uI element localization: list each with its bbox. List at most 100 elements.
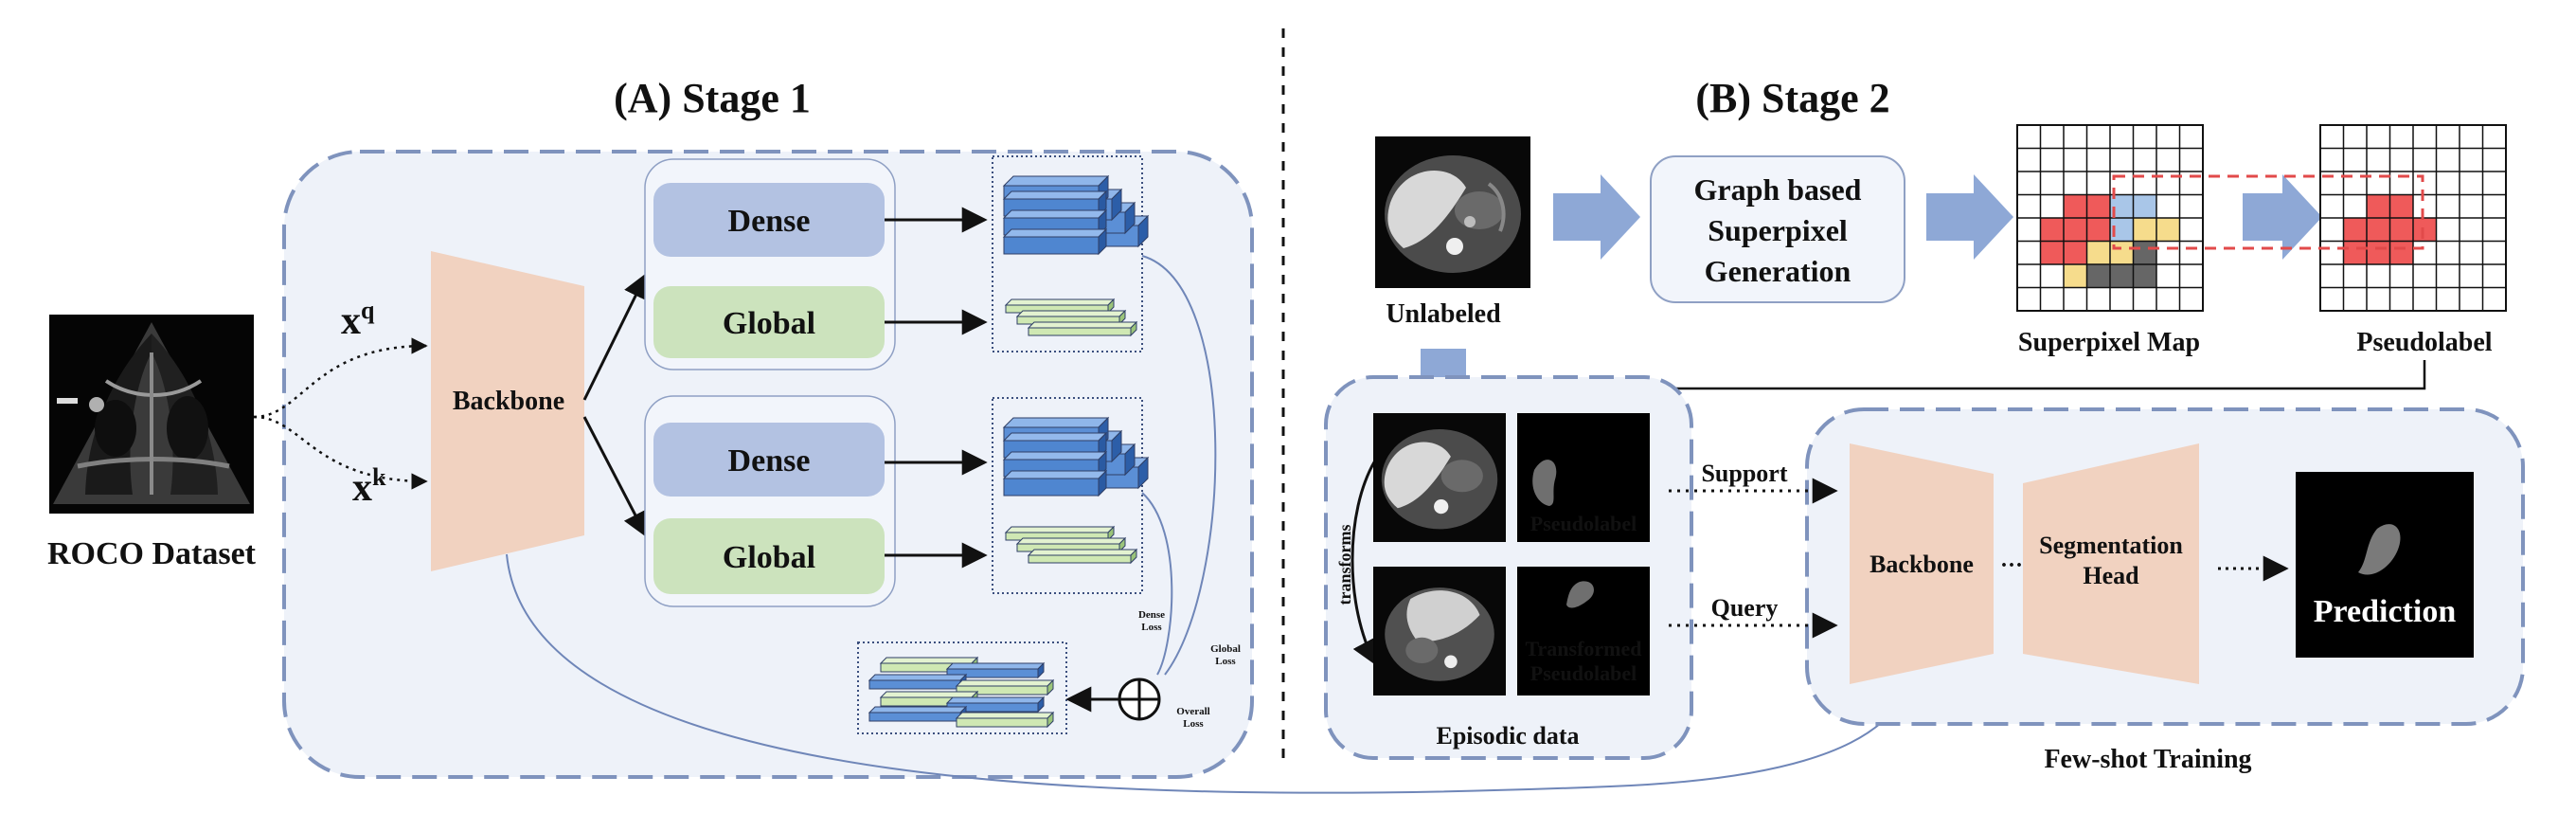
combined-feature-stack: [868, 656, 1055, 729]
superpixel-map-label: Superpixel Map: [2018, 328, 2200, 357]
transforms-label: transforms: [1335, 525, 1354, 605]
pseudolabel-label: Pseudolabel: [2356, 328, 2492, 357]
superpixel-cell: [2086, 218, 2110, 242]
superpixel-cell: [2367, 241, 2390, 264]
features-top-panel: [992, 155, 1143, 352]
oplus-icon: [1118, 677, 1161, 721]
superpixel-cell: [2040, 218, 2064, 242]
ellipsis: ···: [2000, 553, 2023, 578]
superpixel-generation-box: [1650, 155, 1905, 303]
pseudolabel-tile: Pseudolabel: [1517, 413, 1650, 542]
unlabeled-label: Unlabeled: [1386, 299, 1501, 329]
overall-features-panel: [857, 641, 1067, 734]
roco-dataset-label: ROCO Dataset: [46, 536, 257, 571]
combined-feature-slab: [955, 678, 1055, 696]
dense-feature-slab: [1002, 227, 1108, 256]
superpixel-cell: [2133, 194, 2156, 218]
stage2-title: (B) Stage 2: [1695, 75, 1889, 121]
features-bottom-panel: [992, 397, 1143, 594]
transformed-pseudolabel-tile: Transformed Pseudolabel: [1517, 567, 1650, 696]
pseudolabel-tile-label: Pseudolabel: [1530, 512, 1637, 535]
transformed-line2: Pseudolabel: [1530, 661, 1637, 685]
global-feature-slab: [1015, 536, 1127, 553]
block-arrow-icon: [2243, 174, 2322, 260]
superpixel-cell: [2064, 264, 2087, 288]
transformed-line1: Transformed: [1525, 637, 1641, 660]
support-ct-image: [1373, 413, 1506, 542]
superpixel-selection-link: [2112, 174, 2424, 250]
combined-feature-slab: [868, 673, 968, 691]
dense-feature-stack-bottom: [1002, 416, 1150, 497]
dense-feature-slab: [1002, 469, 1108, 497]
global-feature-stack-top: [1004, 298, 1138, 337]
block-arrow-icon: [1553, 174, 1640, 260]
superpixel-gen-line3: Generation: [1705, 254, 1852, 288]
superpixel-cell: [2389, 218, 2413, 242]
transforms-arrow: [1351, 460, 1377, 666]
arrow-backbone-bottom: [582, 416, 648, 538]
query-label-stage2: Query: [1711, 594, 1779, 622]
episodic-data-label: Episodic data: [1437, 722, 1580, 750]
fewshot-backbone-label: Backbone: [1869, 551, 1974, 578]
superpixel-cell: [2086, 241, 2110, 264]
superpixel-cell: [2367, 194, 2390, 218]
fewshot-backbone: [1850, 443, 1994, 684]
global-feature-slab: [1027, 548, 1138, 565]
dense-label-bottom: Dense: [728, 443, 811, 479]
global-box-top: [653, 286, 885, 358]
prediction-mask: [2358, 524, 2401, 575]
key-arrow: [253, 415, 428, 490]
query-ct-image: [1373, 567, 1506, 696]
superpixel-cell: [2086, 194, 2110, 218]
block-arrow-icon: [1926, 174, 2013, 260]
dense-loss-curve: [1141, 492, 1173, 676]
dense-label-top: Dense: [728, 204, 811, 239]
support-label: Support: [1701, 460, 1787, 487]
superpixel-cell: [2413, 218, 2437, 242]
superpixel-cell: [2110, 264, 2134, 288]
few-shot-training-label: Few-shot Training: [2044, 745, 2251, 774]
superpixel-gen-line1: Graph based: [1694, 172, 1862, 207]
global-label-bottom: Global: [723, 540, 815, 575]
superpixel-cell: [2064, 194, 2087, 218]
stage1-backbone: [431, 251, 584, 571]
query-arrow: [253, 337, 428, 419]
dense-feature-stack-top: [1002, 174, 1150, 256]
superpixel-gen-line2: Superpixel: [1708, 213, 1848, 247]
weight-transfer-curve: [506, 553, 1922, 794]
superpixel-cell: [2343, 241, 2367, 264]
superpixel-cell: [2367, 218, 2390, 242]
global-feature-slab: [1015, 309, 1127, 326]
superpixel-cell: [2064, 218, 2087, 242]
unlabeled-ct-image: [1375, 136, 1530, 288]
superpixel-cell: [2086, 264, 2110, 288]
superpixel-cell: [2064, 241, 2087, 264]
global-feature-slab: [1004, 298, 1116, 315]
dense-box-top: [653, 183, 885, 257]
stage1-backbone-label: Backbone: [453, 387, 564, 416]
global-label-top: Global: [723, 306, 815, 341]
superpixel-cell: [2156, 218, 2180, 242]
combined-feature-slab: [879, 690, 979, 708]
dense-box-bottom: [653, 423, 885, 497]
seg-head-line1: Segmentation: [2039, 532, 2183, 559]
prediction-label: Prediction: [2314, 594, 2457, 629]
roco-dataset-image: [49, 315, 254, 514]
superpixel-cell: [2133, 218, 2156, 242]
global-feature-stack-bottom: [1004, 525, 1138, 565]
global-box-bottom: [653, 518, 885, 594]
seg-head-line2: Head: [2083, 562, 2139, 589]
superpixel-map-grid: [2016, 124, 2204, 312]
superpixel-cell: [2133, 241, 2156, 264]
combined-feature-slab: [955, 711, 1055, 729]
superpixel-cell: [2040, 241, 2064, 264]
superpixel-cell: [2133, 264, 2156, 288]
global-loss-curve: [1141, 255, 1217, 676]
combined-feature-slab: [945, 661, 1046, 679]
pseudolabel-connector: [1572, 360, 2426, 416]
combined-feature-slab: [868, 705, 968, 723]
